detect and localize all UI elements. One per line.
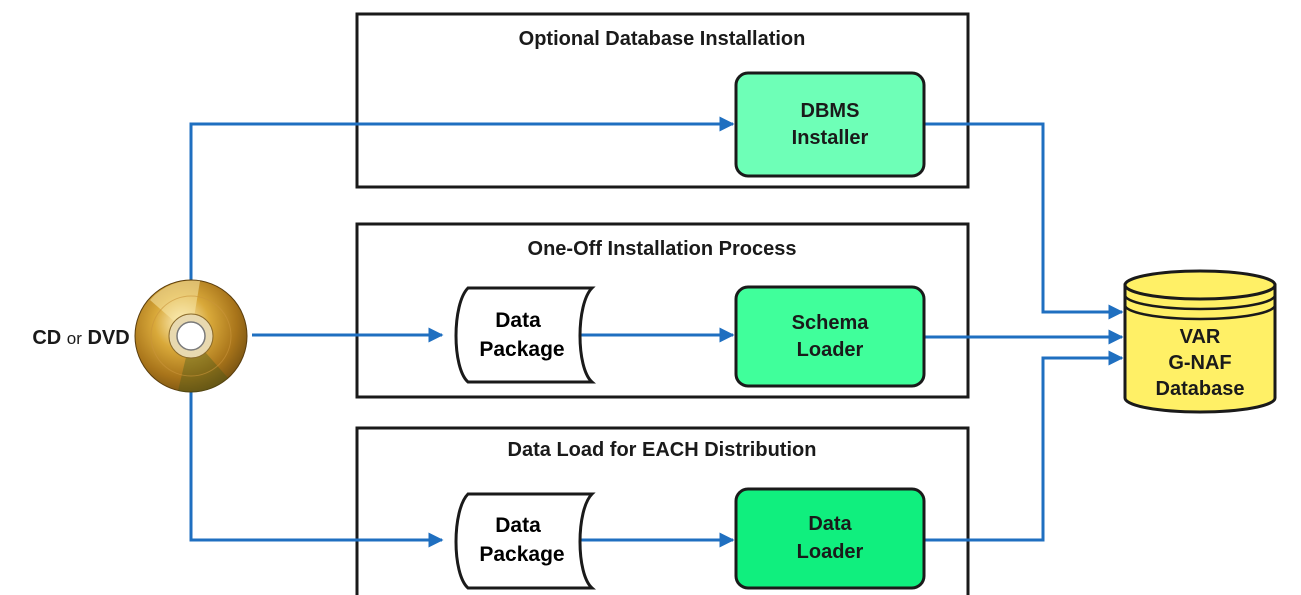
data-load-title: Data Load for EACH Distribution — [508, 439, 817, 461]
schema-loader-label-line2: Loader — [797, 339, 864, 361]
data-loader-label-line2: Loader — [797, 541, 864, 563]
connectors — [189, 116, 1124, 548]
optional-install-title: Optional Database Installation — [519, 28, 806, 50]
data-package-2: Data Package — [454, 492, 596, 590]
database-label-line2: G-NAF — [1168, 352, 1231, 374]
dbms-installer-label-line1: DBMS — [801, 100, 860, 122]
database-cylinder: VAR G-NAF Database — [1123, 269, 1277, 414]
disc-icon — [134, 279, 248, 393]
data-loader-label-line1: Data — [808, 513, 852, 535]
data-loader-box: Data Loader — [734, 487, 926, 590]
connector-disc-to-dbms-installer — [189, 116, 735, 280]
connector-disc-to-package-2 — [189, 392, 444, 548]
dbms-installer-box: DBMS Installer — [734, 71, 926, 178]
schema-loader-box: Schema Loader — [734, 285, 926, 388]
dvd-label: DVD — [87, 327, 129, 349]
connector-data-loader-to-database — [925, 350, 1124, 542]
media-label: CD or DVD — [32, 327, 129, 349]
or-label: or — [67, 329, 82, 348]
database-label-line1: VAR — [1180, 326, 1221, 348]
cd-label: CD — [32, 327, 61, 349]
schema-loader-label-line1: Schema — [792, 312, 870, 334]
dbms-installer-label-line2: Installer — [792, 127, 869, 149]
data-package-1: Data Package — [454, 286, 596, 384]
data-package-1-label-line1: Data — [495, 309, 541, 332]
one-off-install-title: One-Off Installation Process — [528, 238, 797, 260]
data-package-2-label-line1: Data — [495, 514, 541, 537]
data-package-1-label-line2: Package — [479, 338, 564, 361]
database-label-line3: Database — [1156, 378, 1245, 400]
connector-dbms-installer-to-database — [925, 122, 1124, 320]
data-package-2-label-line2: Package — [479, 543, 564, 566]
